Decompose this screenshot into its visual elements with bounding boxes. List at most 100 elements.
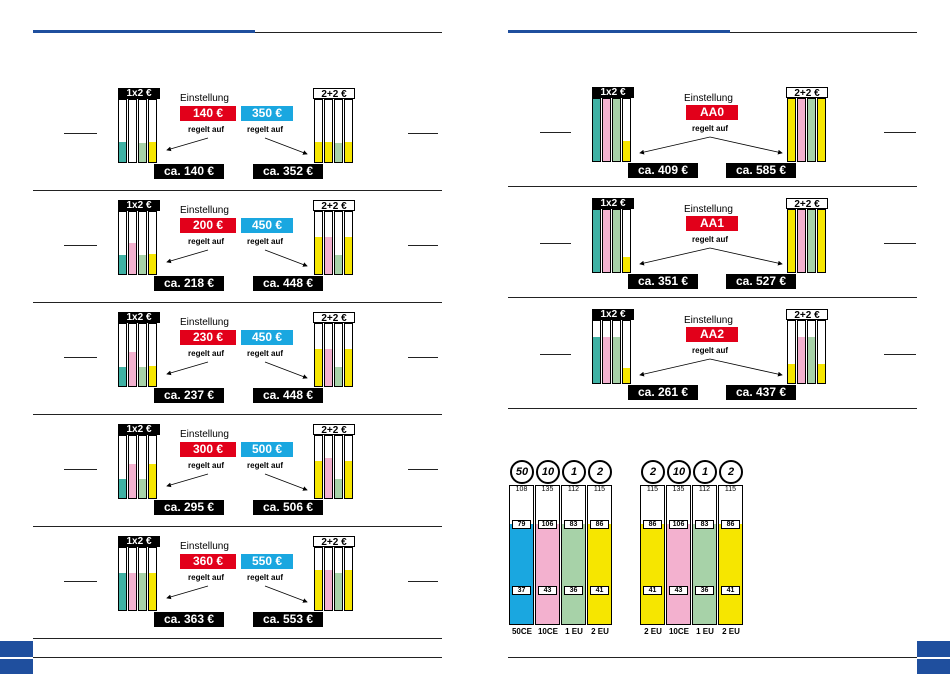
tube-upper-count: 83 bbox=[564, 520, 583, 529]
coin-denomination-label: 10CE bbox=[668, 627, 689, 636]
left-footer-rule bbox=[33, 657, 442, 658]
regelt-arrow bbox=[166, 249, 209, 264]
regelt-arrow bbox=[166, 361, 209, 376]
rack-1x2: 1x2 € bbox=[118, 200, 160, 276]
tube-lower-count: 36 bbox=[695, 586, 714, 595]
rack-2plus2: 2+2 € bbox=[313, 536, 355, 612]
rack-1x2: 1x2 € bbox=[118, 88, 160, 164]
regelt-arrow bbox=[264, 585, 308, 603]
rack-label: 2+2 € bbox=[786, 198, 828, 210]
margin-tick bbox=[540, 243, 571, 244]
einstellung-label: Einstellung bbox=[684, 315, 733, 326]
regelt-auf-label: regelt auf bbox=[188, 349, 225, 358]
regelt-arrow bbox=[264, 473, 308, 491]
einstellung-label: Einstellung bbox=[180, 93, 229, 104]
left-header-accent bbox=[33, 30, 255, 33]
tube-top-count: 135 bbox=[672, 486, 685, 493]
rack-label: 2+2 € bbox=[313, 200, 355, 212]
coin-tube bbox=[344, 435, 353, 499]
tube-lower-count: 41 bbox=[643, 586, 662, 595]
margin-tick bbox=[540, 132, 571, 133]
rack-label: 1x2 € bbox=[592, 309, 634, 320]
coin-tube bbox=[138, 323, 147, 387]
rack-label: 2+2 € bbox=[313, 88, 355, 100]
rack-label: 2+2 € bbox=[786, 309, 828, 321]
margin-tick bbox=[64, 581, 97, 582]
tube-upper-count: 86 bbox=[721, 520, 740, 529]
coin-denomination-label: 2 EU bbox=[722, 627, 740, 636]
setting-value-b: 450 € bbox=[241, 218, 293, 233]
setting-value-a: 300 € bbox=[180, 442, 236, 457]
margin-tick bbox=[408, 245, 438, 246]
regelt-arrow bbox=[709, 136, 783, 155]
coin-tube bbox=[148, 547, 157, 611]
coin-tube bbox=[797, 209, 806, 273]
row-divider bbox=[508, 186, 917, 187]
coin-tube bbox=[622, 320, 631, 384]
coin-tube bbox=[314, 99, 323, 163]
regelt-arrow bbox=[166, 473, 209, 488]
rack-1x2: 1x2 € bbox=[118, 536, 160, 612]
rack-label: 2+2 € bbox=[313, 424, 355, 436]
regelt-auf-label: regelt auf bbox=[247, 237, 284, 246]
rack-1x2: 1x2 € bbox=[118, 424, 160, 500]
result-value-b: ca. 448 € bbox=[253, 388, 323, 403]
result-value-a: ca. 140 € bbox=[154, 164, 224, 179]
regelt-arrow bbox=[166, 585, 209, 600]
setting-value-a: 140 € bbox=[180, 106, 236, 121]
coin-tube bbox=[344, 211, 353, 275]
result-value-a: ca. 363 € bbox=[154, 612, 224, 627]
left-page-corner-bottom bbox=[0, 659, 33, 674]
margin-tick bbox=[408, 581, 438, 582]
regelt-auf-label: regelt auf bbox=[692, 235, 729, 244]
result-value-b: ca. 553 € bbox=[253, 612, 323, 627]
rack-label: 1x2 € bbox=[118, 200, 160, 211]
coin-tube bbox=[787, 98, 796, 162]
coin-denomination-label: 1 EU bbox=[565, 627, 583, 636]
rack-label: 1x2 € bbox=[592, 87, 634, 98]
row-divider bbox=[33, 526, 442, 527]
regelt-auf-label: regelt auf bbox=[692, 346, 729, 355]
coin-tube bbox=[807, 98, 816, 162]
coin-tube bbox=[602, 98, 611, 162]
setting-value: AA1 bbox=[686, 216, 738, 231]
rack-label: 2+2 € bbox=[786, 87, 828, 99]
coin-tube bbox=[128, 323, 137, 387]
coin-denomination-label: 2 EU bbox=[644, 627, 662, 636]
tube-upper-count: 86 bbox=[643, 520, 662, 529]
coin-tube bbox=[787, 320, 796, 384]
tube-upper-count: 106 bbox=[538, 520, 557, 529]
coin-tube bbox=[817, 209, 826, 273]
result-value-b: ca. 437 € bbox=[726, 385, 796, 400]
tube-lower-count: 41 bbox=[590, 586, 609, 595]
tube-lower-count: 36 bbox=[564, 586, 583, 595]
tube-upper-count: 83 bbox=[695, 520, 714, 529]
margin-tick bbox=[884, 354, 916, 355]
left-header-rule bbox=[255, 32, 442, 33]
rack-label: 1x2 € bbox=[118, 424, 160, 435]
regelt-arrow bbox=[264, 361, 308, 379]
setting-value: AA2 bbox=[686, 327, 738, 342]
regelt-auf-label: regelt auf bbox=[247, 125, 284, 134]
result-value-b: ca. 506 € bbox=[253, 500, 323, 515]
rack-1x2: 1x2 € bbox=[592, 87, 634, 163]
coin-tube bbox=[622, 209, 631, 273]
rack-label: 1x2 € bbox=[118, 88, 160, 99]
coin-tube bbox=[807, 320, 816, 384]
rack-2plus2: 2+2 € bbox=[313, 200, 355, 276]
coin-tube bbox=[344, 323, 353, 387]
setting-value-a: 230 € bbox=[180, 330, 236, 345]
tube-top-count: 115 bbox=[646, 486, 659, 493]
rack-label: 2+2 € bbox=[313, 536, 355, 548]
rack-1x2: 1x2 € bbox=[592, 309, 634, 385]
tube-lower-count: 37 bbox=[512, 586, 531, 595]
coin-tube bbox=[138, 547, 147, 611]
coin-tube bbox=[128, 99, 137, 163]
result-value-a: ca. 237 € bbox=[154, 388, 224, 403]
margin-tick bbox=[884, 243, 916, 244]
right-page-corner-bottom bbox=[917, 659, 950, 674]
